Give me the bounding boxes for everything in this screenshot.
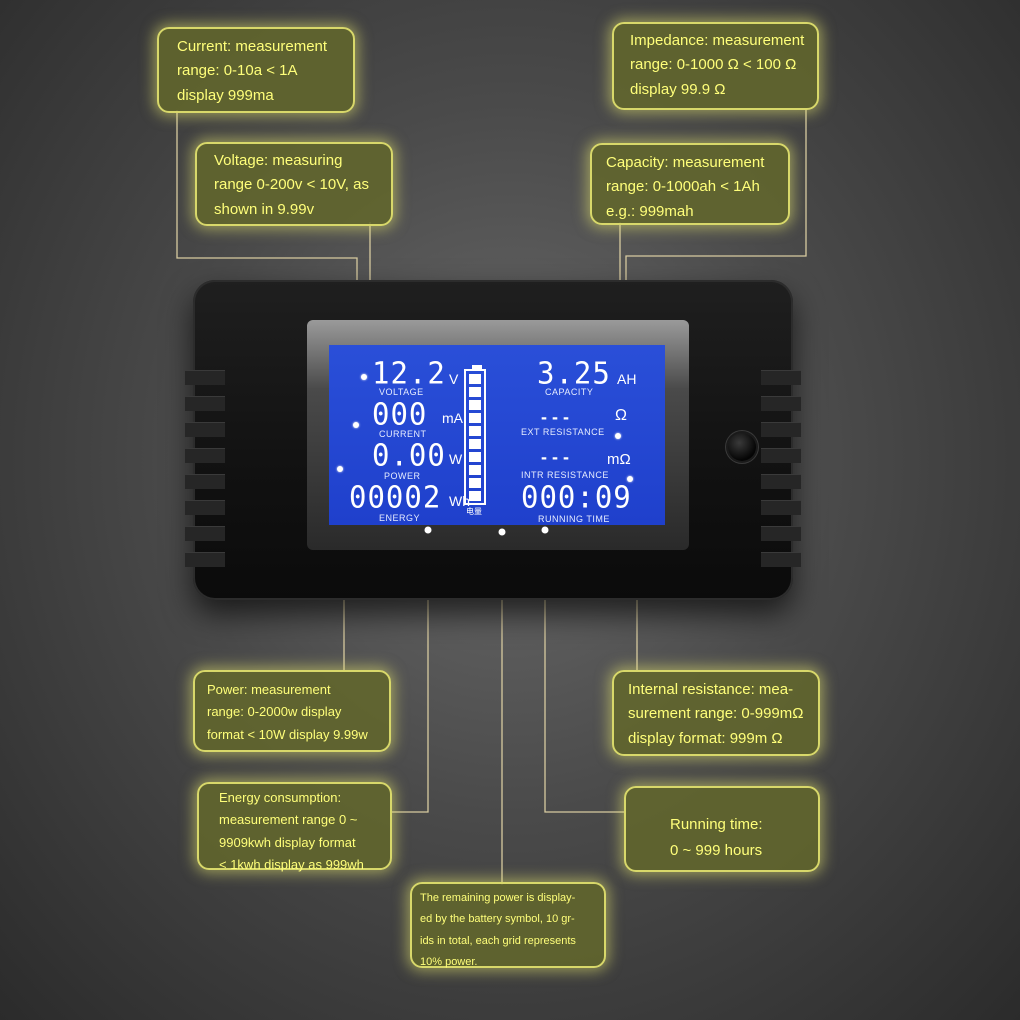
callout-running-time: Running time: 0 ~ 999 hours xyxy=(624,786,820,872)
callout-battery-text: The remaining power is display- ed by th… xyxy=(420,892,576,969)
current-value: 000 xyxy=(372,396,428,432)
voltage-label: VOLTAGE xyxy=(379,387,424,397)
callout-energy: Energy consumption: measurement range 0 … xyxy=(197,782,392,872)
power-label: POWER xyxy=(384,471,421,481)
right-vent xyxy=(761,370,801,578)
callout-internal-resistance-text: Internal resistance: mea- surement range… xyxy=(628,681,804,747)
current-label: CURRENT xyxy=(379,429,427,439)
intr-resistance-value: - - - xyxy=(541,447,569,467)
capacity-label: CAPACITY xyxy=(545,387,594,397)
battery-label: 电量 xyxy=(466,507,482,516)
callout-current-text: Current: measurement range: 0-10a < 1A d… xyxy=(177,38,328,104)
ext-resistance-value: - - - xyxy=(541,407,569,427)
battery-grid-cell xyxy=(469,374,481,384)
callout-capacity-text: Capacity: measurement range: 0-1000ah < … xyxy=(606,154,765,220)
callout-voltage: Voltage: measuring range 0-200v < 10V, a… xyxy=(195,142,393,226)
callout-impedance: Impedance: measurement range: 0-1000 Ω <… xyxy=(612,22,819,110)
voltage-value: 12.2 xyxy=(372,355,446,391)
left-vent xyxy=(185,370,225,578)
energy-value: 00002 xyxy=(349,479,442,515)
battery-grid-cell xyxy=(469,491,481,501)
power-indicator-dot xyxy=(337,466,343,472)
running-time-value: 000:09 xyxy=(521,479,632,515)
callout-power: Power: measurement range: 0-2000w displa… xyxy=(193,670,391,752)
power-value: 0.00 xyxy=(372,437,446,473)
power-unit: W xyxy=(449,451,463,467)
intr-resistance-unit: mΩ xyxy=(607,451,631,468)
ext-resistance-unit: Ω xyxy=(615,407,627,424)
intr-resistance-indicator-dot xyxy=(627,476,633,482)
battery-grid-cell xyxy=(469,478,481,488)
battery-grid-cell xyxy=(469,465,481,475)
battery-grid-cell xyxy=(469,400,481,410)
running-time-leader-dot xyxy=(541,526,549,534)
callout-internal-resistance: Internal resistance: mea- surement range… xyxy=(612,670,820,756)
voltage-unit: V xyxy=(449,371,459,387)
callout-battery: The remaining power is display- ed by th… xyxy=(410,882,606,968)
battery-grid-cell xyxy=(469,413,481,423)
energy-label: ENERGY xyxy=(379,513,421,523)
ext-resistance-label: EXT RESISTANCE xyxy=(521,427,605,437)
callout-power-text: Power: measurement range: 0-2000w displa… xyxy=(207,682,368,742)
control-button[interactable] xyxy=(728,433,756,461)
current-indicator-dot xyxy=(353,422,359,428)
lcd-screen: 12.2 V VOLTAGE 000 mA CURRENT 0.00 W POW… xyxy=(329,345,665,525)
battery-monitor-device: 12.2 V VOLTAGE 000 mA CURRENT 0.00 W POW… xyxy=(185,280,801,600)
capacity-value: 3.25 xyxy=(537,355,611,391)
energy-leader-dot xyxy=(424,526,432,534)
battery-grid-cell xyxy=(469,426,481,436)
battery-leader-dot xyxy=(498,528,506,536)
callout-impedance-text: Impedance: measurement range: 0-1000 Ω <… xyxy=(630,32,805,98)
leader-running-time xyxy=(544,530,625,813)
battery-grid-cell xyxy=(469,439,481,449)
callout-capacity: Capacity: measurement range: 0-1000ah < … xyxy=(590,143,790,225)
capacity-unit: AH xyxy=(617,371,637,387)
battery-symbol: 电量 xyxy=(464,365,490,517)
callout-running-time-text: Running time: 0 ~ 999 hours xyxy=(670,816,763,860)
voltage-indicator-dot xyxy=(361,374,367,380)
battery-grid-cell xyxy=(469,387,481,397)
intr-resistance-label: INTR RESISTANCE xyxy=(521,470,609,480)
callout-voltage-text: Voltage: measuring range 0-200v < 10V, a… xyxy=(214,152,369,218)
battery-grid-cell xyxy=(469,452,481,462)
callout-energy-text: Energy consumption: measurement range 0 … xyxy=(219,790,364,873)
running-time-label: RUNNING TIME xyxy=(538,514,610,524)
callout-current: Current: measurement range: 0-10a < 1A d… xyxy=(157,27,355,113)
ext-resistance-indicator-dot xyxy=(615,433,621,439)
leader-energy xyxy=(392,530,429,813)
current-unit: mA xyxy=(442,410,463,426)
